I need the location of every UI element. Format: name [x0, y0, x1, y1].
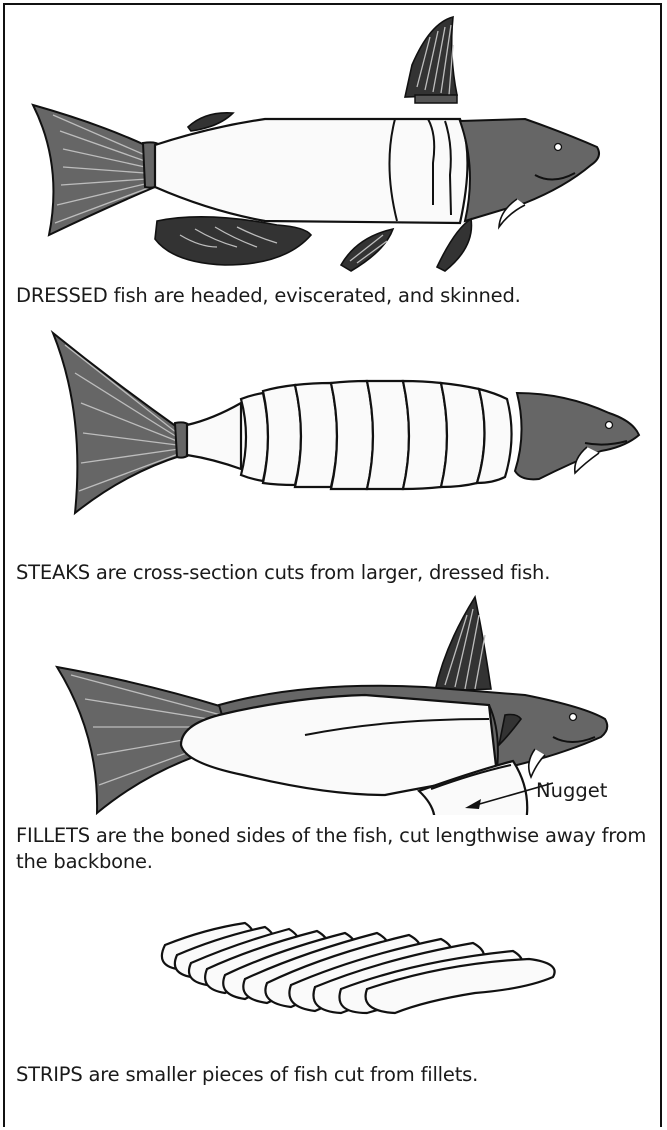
dressed-fish-illustration: [5, 15, 660, 275]
dorsal-fin: [435, 597, 491, 691]
strips-illustration: [5, 895, 660, 1035]
tail-fin: [53, 333, 183, 513]
tail-fin: [33, 105, 155, 235]
caption-steaks: STEAKS are cross-section cuts from large…: [16, 560, 656, 586]
fish-strips: [162, 923, 555, 1013]
skinned-body: [155, 119, 468, 223]
pectoral-fin: [437, 219, 471, 271]
pelvic-fin: [341, 229, 393, 271]
caption-fillets: FILLETS are the boned sides of the fish,…: [16, 823, 656, 875]
caption-strips: STRIPS are smaller pieces of fish cut fr…: [16, 1062, 656, 1088]
steak-slices: [187, 381, 512, 489]
caption-dressed: DRESSED fish are headed, eviscerated, an…: [16, 283, 656, 309]
illustration-frame: DRESSED fish are headed, eviscerated, an…: [3, 3, 662, 1127]
dorsal-fin: [405, 17, 457, 103]
nugget-label: Nugget: [536, 779, 607, 802]
steaks-fish-illustration: [5, 323, 660, 543]
fish-head: [460, 119, 599, 227]
anal-fin: [155, 217, 311, 265]
fish-head: [515, 393, 639, 479]
